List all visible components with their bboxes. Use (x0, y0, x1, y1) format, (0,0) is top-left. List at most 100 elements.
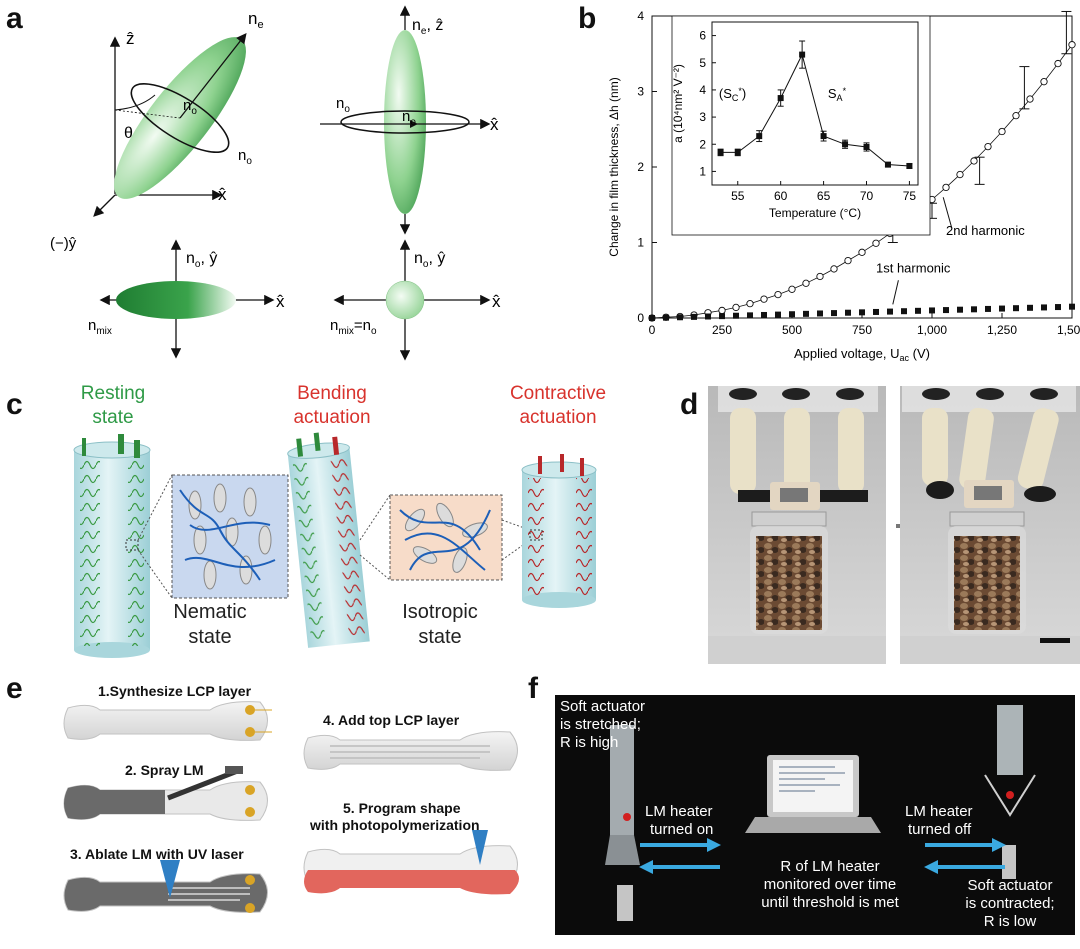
horizontal-ellipse (99, 239, 275, 359)
panel-f-diagram (605, 705, 1036, 921)
series-1st-harmonic-point (971, 306, 977, 313)
series-1st-harmonic-point (663, 314, 669, 321)
label-nematic-line2: state (188, 626, 232, 648)
y-tick-label: 1 (637, 236, 644, 250)
series-1st-harmonic-point (1013, 305, 1019, 312)
inset-x-tick-label: 65 (817, 189, 831, 203)
series-1st-harmonic-point (747, 312, 753, 319)
series-1st-harmonic-point (999, 305, 1005, 312)
f-contracted-line3: R is low (983, 913, 1037, 930)
series-1st-harmonic-point (859, 309, 865, 316)
vertical-ellipsoid (320, 5, 491, 235)
f-mid-line2: monitored over time (763, 876, 897, 893)
series-1st-harmonic-point (775, 311, 781, 318)
series-2nd-harmonic-point (998, 127, 1006, 136)
inset-point (884, 161, 891, 168)
series-2nd-harmonic-point (760, 295, 768, 303)
no-y-label-right: no, ŷ (414, 250, 445, 270)
inset-x-tick-label: 60 (774, 189, 788, 203)
inset-x-tick-label: 55 (731, 189, 745, 203)
step4-plate (303, 731, 518, 771)
inset-point (799, 51, 806, 58)
series-2nd-harmonic-point (1068, 41, 1076, 49)
inset-y-tick-label: 1 (699, 164, 706, 178)
inset-x-tick-label: 70 (860, 189, 874, 203)
series-1st-harmonic-point (845, 309, 851, 316)
f-heater-off-line1: LM heater (905, 803, 973, 820)
y-axis-label: Change in film thickness, Δh (nm) (607, 77, 621, 256)
x-tick-label: 250 (712, 323, 732, 337)
series-2nd-harmonic-point (1026, 95, 1034, 103)
step2-plate (63, 766, 268, 821)
inset-phase-sc: (SC*) (719, 86, 746, 103)
series-1st-harmonic-point (901, 308, 907, 315)
series-2nd-harmonic-point (746, 300, 754, 308)
series-2nd-harmonic-point (942, 183, 950, 192)
series-1st-harmonic-point (831, 310, 837, 317)
label-contractive-line2: actuation (519, 407, 597, 428)
annotation-1st-harmonic: 1st harmonic (876, 261, 951, 276)
inset-y-axis-label: a (10⁴nm² V⁻²) (671, 64, 685, 143)
f-contracted-line2: is contracted; (965, 895, 1055, 912)
x-tick-label: 750 (852, 323, 872, 337)
label-isotropic-line1: Isotropic (402, 601, 478, 623)
series-1st-harmonic-point (691, 313, 697, 320)
series-2nd-harmonic-point (1012, 112, 1020, 120)
series-2nd-harmonic-point (732, 303, 740, 312)
x-axis-label: Applied voltage, Uac (V) (794, 346, 930, 363)
inset-point (906, 162, 913, 169)
series-2nd-harmonic-point (802, 279, 810, 287)
tilted-ellipsoid (93, 32, 247, 217)
series-1st-harmonic-point (985, 305, 991, 312)
annotation-leader-1st (892, 280, 899, 305)
series-1st-harmonic-point (677, 314, 683, 321)
x-tick-label: 500 (782, 323, 802, 337)
inset-y-tick-label: 2 (699, 137, 706, 151)
annotation-2nd-harmonic: 2nd harmonic (946, 223, 1025, 238)
no-label-left-b: no (238, 147, 252, 167)
series-1st-harmonic-point (887, 308, 893, 315)
f-mid-line3: until threshold is met (761, 894, 899, 911)
series-2nd-harmonic-point (872, 239, 880, 247)
isotropic-inset (359, 494, 503, 581)
series-2nd-harmonic-point (970, 157, 978, 165)
circle-cross-section (333, 239, 491, 361)
series-2nd-harmonic-point (1054, 59, 1062, 68)
series-1st-harmonic-point (817, 310, 823, 317)
inset-y-tick-label: 6 (699, 29, 706, 43)
inset-phase-sa: SA* (828, 86, 847, 103)
panel-e-diagram (63, 701, 519, 913)
theta-label: θ (124, 125, 133, 142)
series-2nd-harmonic-point (956, 170, 964, 179)
annotation-leader-2nd (942, 197, 953, 228)
series-1st-harmonic-point (1041, 304, 1047, 311)
x-tick-label: 1,000 (917, 323, 947, 337)
nematic-inset (137, 474, 289, 599)
no-y-label-left: no, ŷ (186, 250, 217, 270)
series-1st-harmonic-point (873, 308, 879, 315)
panel-label-c: c (6, 388, 23, 421)
step5-label-line2: with photopolymerization (310, 817, 480, 833)
series-2nd-harmonic-point (718, 306, 726, 315)
photo-before (708, 386, 886, 664)
y-tick-label: 0 (637, 311, 644, 325)
no-label-right-b: no (402, 108, 416, 128)
series-2nd-harmonic-point (788, 285, 796, 293)
z-hat-left: ẑ (126, 29, 135, 48)
inset-point (777, 95, 784, 102)
series-1st-harmonic-point (1055, 304, 1061, 311)
series-1st-harmonic-point (929, 307, 935, 314)
panel-label-d: d (680, 388, 699, 421)
inset-y-tick-label: 3 (699, 110, 706, 124)
series-2nd-harmonic-point (774, 290, 782, 299)
y-tick-label: 3 (637, 85, 644, 99)
x-tick-label: 1,250 (987, 323, 1017, 337)
step1-label: 1.Synthesize LCP layer (98, 683, 252, 699)
bending-cylinder (287, 432, 370, 648)
inset-plot-frame (711, 21, 919, 186)
panel-label-e: e (6, 672, 23, 705)
inset-x-tick-label: 75 (903, 189, 917, 203)
series-1st-harmonic-point (789, 311, 795, 318)
f-stretched-line3: R is high (560, 734, 619, 751)
step5-plate (303, 830, 519, 895)
